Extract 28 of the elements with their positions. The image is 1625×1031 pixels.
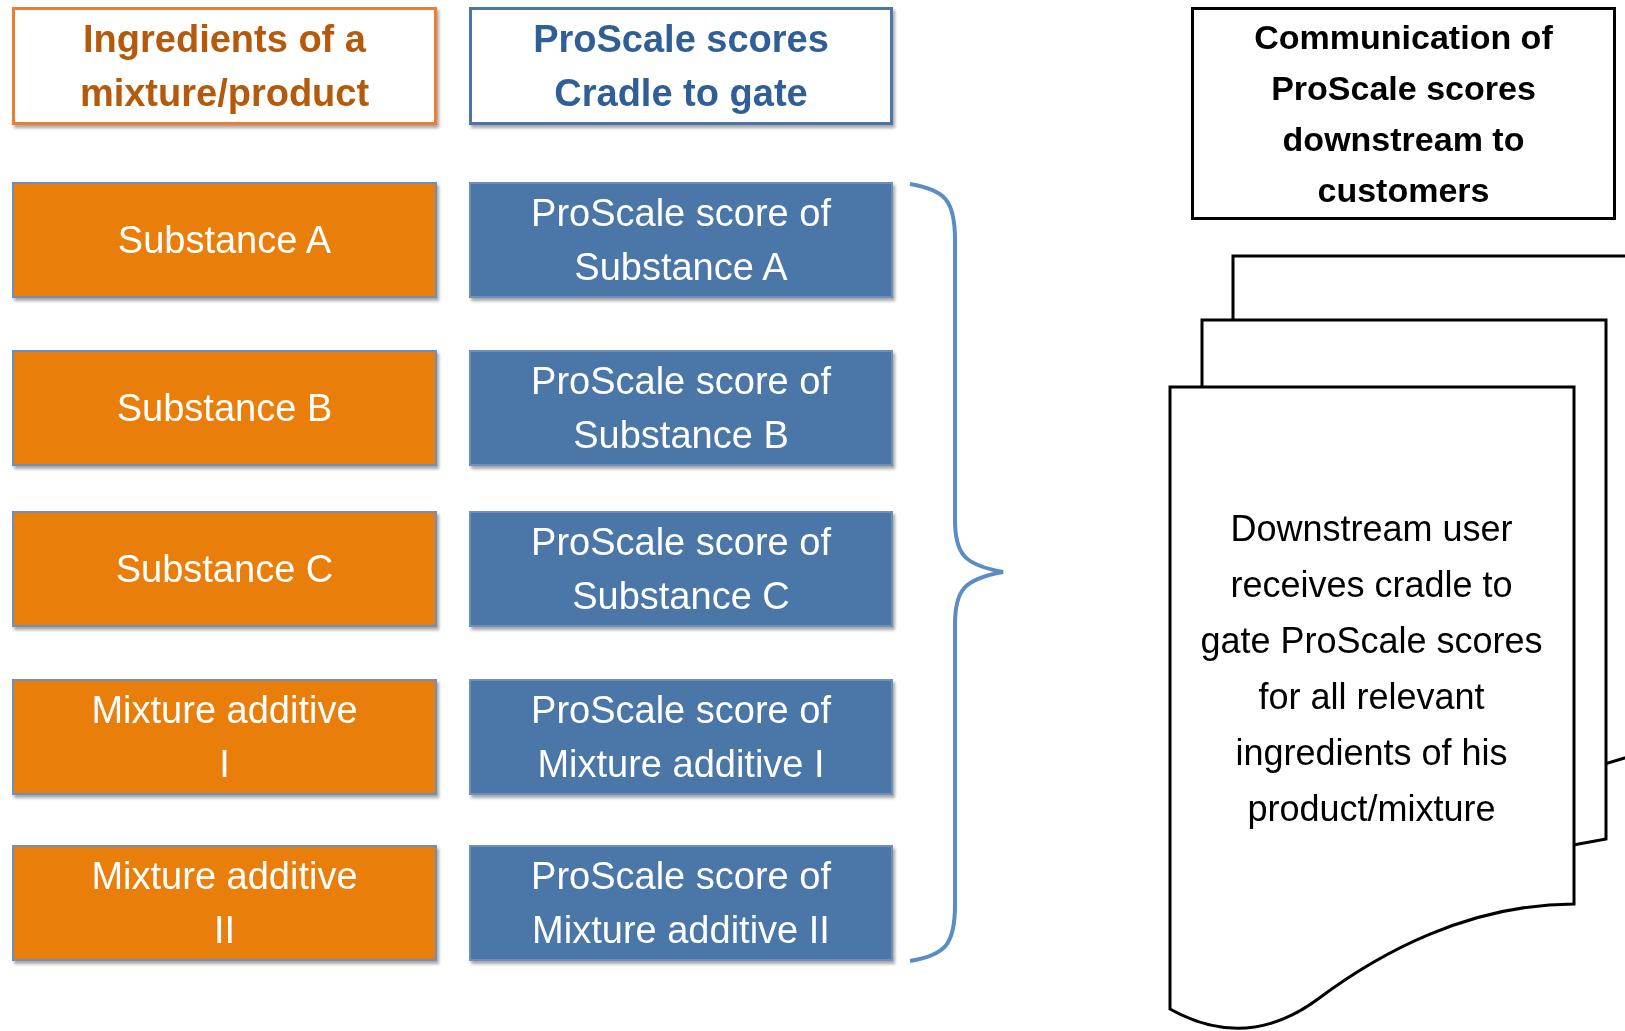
header-text: Communication of ProScale scores downstream to customers	[1253, 16, 1554, 211]
ingredient-box	[12, 845, 437, 961]
ingredient-label: Substance B	[115, 386, 334, 431]
ingredient-label: Mixture additive I	[90, 688, 359, 787]
score-box	[469, 511, 893, 627]
ingredient-label: Substance C	[114, 547, 335, 592]
ingredient-box	[12, 182, 437, 298]
header-text: Ingredients of a mixture/product	[78, 17, 371, 116]
header-box	[469, 7, 893, 125]
score-label: ProScale score of Substance A	[530, 191, 832, 290]
ingredient-box	[12, 679, 437, 795]
score-box	[469, 679, 893, 795]
ingredient-box	[12, 511, 437, 627]
score-box	[469, 350, 893, 466]
score-box	[469, 182, 893, 298]
score-label: ProScale score of Substance C	[530, 520, 832, 619]
document-stack	[1168, 254, 1625, 1031]
score-box	[469, 845, 893, 961]
score-label: ProScale score of Mixture additive I	[530, 688, 832, 787]
header-text: ProScale scores Cradle to gate	[532, 17, 830, 116]
score-label: ProScale score of Mixture additive II	[530, 854, 832, 953]
document-text: Downstream user receives cradle to gate ProScale scores for all relevant ingredients of his product/mixture	[1199, 507, 1544, 831]
header-box	[12, 7, 437, 125]
ingredient-label: Substance A	[116, 218, 333, 263]
ingredient-label: Mixture additive II	[90, 854, 359, 953]
score-label: ProScale score of Substance B	[530, 359, 832, 458]
header-box	[1191, 7, 1616, 220]
ingredient-box	[12, 350, 437, 466]
